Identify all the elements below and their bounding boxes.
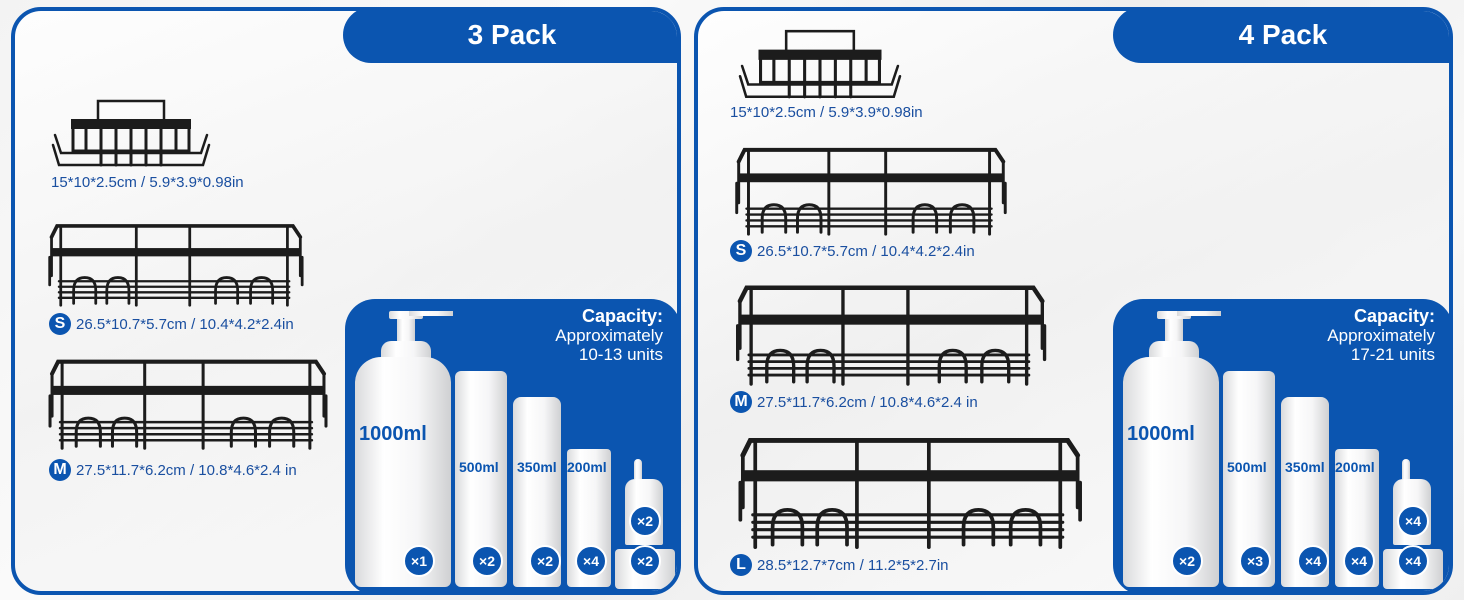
pump-nozzle-icon — [1177, 311, 1221, 316]
capacity-box: Capacity: Approximately 17-21 units 1000… — [1113, 299, 1449, 591]
count-badge: ×3 — [1239, 545, 1271, 577]
pump-neck-icon — [397, 319, 415, 341]
count-badge: ×4 — [1397, 505, 1429, 537]
pack-title: 4 Pack — [1113, 11, 1449, 63]
capacity-box: Capacity: Approximately 10-13 units 1000… — [345, 299, 677, 591]
count-badge: ×1 — [403, 545, 435, 577]
volume-label: 1000ml — [359, 423, 427, 445]
count-badge: ×2 — [629, 505, 661, 537]
three-pack-panel: 3 Pack 15*10*2.5cm / 5.9*3.9*0.98in S 26… — [11, 7, 681, 595]
volume-label: 350ml — [1285, 459, 1325, 475]
count-badge: ×2 — [1171, 545, 1203, 577]
volume-label: 200ml — [1335, 459, 1375, 475]
size-badge-s: S — [730, 240, 752, 262]
rack-dimensions-m: M 27.5*11.7*6.2cm / 10.8*4.6*2.4 in — [49, 459, 297, 481]
pump-head-icon — [1157, 311, 1191, 319]
size-badge-l: L — [730, 554, 752, 576]
soap-holder-rack-icon — [738, 29, 902, 101]
count-badge: ×4 — [1397, 545, 1429, 577]
dropper-top-icon — [634, 459, 642, 479]
rack-dimensions-soap: 15*10*2.5cm / 5.9*3.9*0.98in — [730, 104, 923, 121]
volume-label: 200ml — [567, 459, 607, 475]
count-badge: ×4 — [1343, 545, 1375, 577]
volume-label: 500ml — [459, 459, 499, 475]
count-badge: ×2 — [471, 545, 503, 577]
count-badge: ×2 — [629, 545, 661, 577]
four-pack-panel: 4 Pack 15*10*2.5cm / 5.9*3.9*0.98in S 26… — [694, 7, 1453, 595]
rack-dimensions-l: L 28.5*12.7*7cm / 11.2*5*2.7in — [730, 554, 949, 576]
pump-nozzle-icon — [409, 311, 453, 316]
shelf-s-rack-icon — [731, 144, 1009, 242]
capacity-text: Capacity: Approximately 17-21 units — [1327, 306, 1435, 365]
shelf-m-rack-icon — [46, 355, 328, 457]
pump-neck-icon — [1165, 319, 1183, 341]
volume-label: 500ml — [1227, 459, 1267, 475]
pump-head-icon — [389, 311, 423, 319]
capacity-text: Capacity: Approximately 10-13 units — [555, 306, 663, 365]
count-badge: ×4 — [575, 545, 607, 577]
dropper-top-icon — [1402, 459, 1410, 479]
shelf-s-rack-icon — [46, 219, 304, 314]
shelf-m-rack-icon — [731, 281, 1049, 393]
size-badge-m: M — [49, 459, 71, 481]
pack-title: 3 Pack — [343, 11, 677, 63]
count-badge: ×4 — [1297, 545, 1329, 577]
count-badge: ×2 — [529, 545, 561, 577]
soap-holder-rack-icon — [51, 99, 211, 169]
rack-dimensions-s: S 26.5*10.7*5.7cm / 10.4*4.2*2.4in — [730, 240, 975, 262]
rack-dimensions-m: M 27.5*11.7*6.2cm / 10.8*4.6*2.4 in — [730, 391, 978, 413]
bottle-1000ml-icon — [1123, 357, 1219, 587]
rack-dimensions-soap: 15*10*2.5cm / 5.9*3.9*0.98in — [51, 174, 244, 191]
volume-label: 350ml — [517, 459, 557, 475]
size-badge-m: M — [730, 391, 752, 413]
volume-label: 1000ml — [1127, 423, 1195, 445]
pump-collar-icon — [1149, 341, 1199, 361]
bottle-1000ml-icon — [355, 357, 451, 587]
size-badge-s: S — [49, 313, 71, 335]
rack-dimensions-s: S 26.5*10.7*5.7cm / 10.4*4.2*2.4in — [49, 313, 294, 335]
pump-collar-icon — [381, 341, 431, 361]
shelf-l-rack-icon — [731, 433, 1087, 557]
